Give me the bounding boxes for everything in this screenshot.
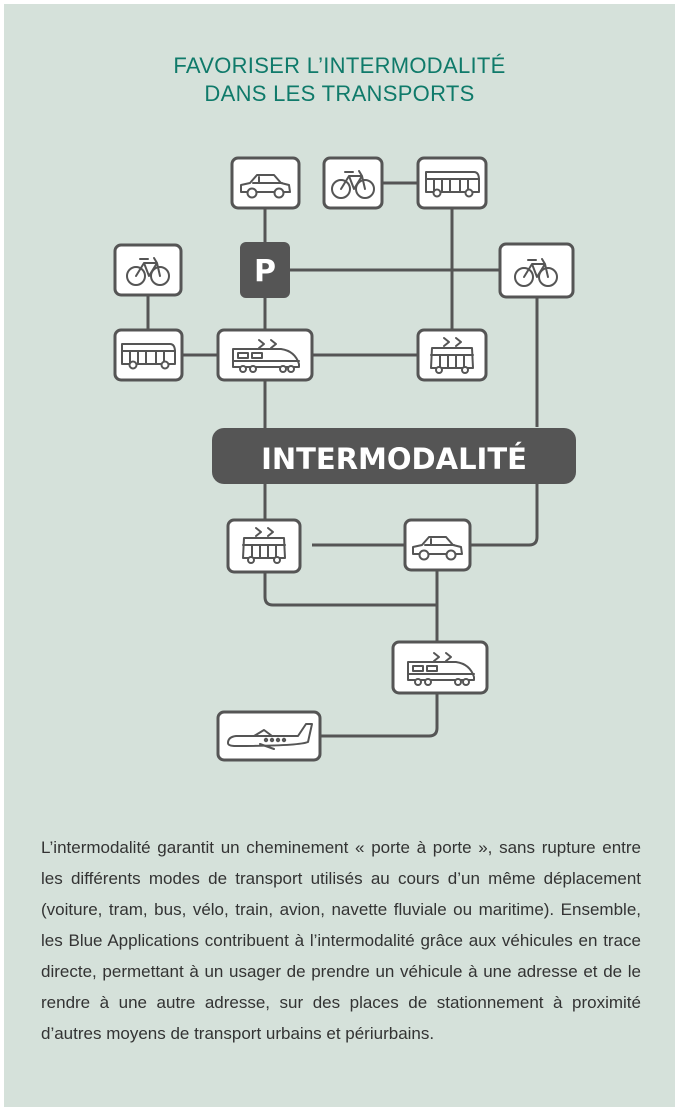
connector-lines bbox=[146, 181, 539, 738]
intermodality-diagram: P INTERMODALITÉ bbox=[113, 156, 576, 762]
hub-label: INTERMODALITÉ bbox=[261, 442, 527, 476]
node-bicycle-right bbox=[498, 242, 575, 299]
node-train-center bbox=[216, 328, 314, 382]
node-plane bbox=[216, 710, 322, 762]
parking-label: P bbox=[254, 254, 276, 289]
node-tram-bottom bbox=[226, 518, 302, 574]
title-line-1: FAVORISER L’INTERMODALITÉ bbox=[173, 53, 506, 78]
node-bus-left bbox=[113, 328, 184, 382]
intermodality-hub: INTERMODALITÉ bbox=[212, 428, 576, 484]
node-parking: P bbox=[240, 242, 290, 298]
node-car-top bbox=[230, 156, 301, 210]
description-paragraph: L’intermodalité garantit un cheminement … bbox=[41, 838, 641, 1043]
node-bicycle-top bbox=[322, 156, 384, 210]
node-train-bottom bbox=[391, 640, 489, 695]
title-line-2: DANS LES TRANSPORTS bbox=[204, 81, 475, 106]
node-car-bottom bbox=[403, 518, 472, 572]
node-bicycle-left bbox=[113, 243, 183, 297]
node-tram-right bbox=[416, 328, 488, 382]
node-bus-top bbox=[416, 156, 488, 210]
infographic-title: FAVORISER L’INTERMODALITÉ DANS LES TRANS… bbox=[0, 52, 679, 108]
